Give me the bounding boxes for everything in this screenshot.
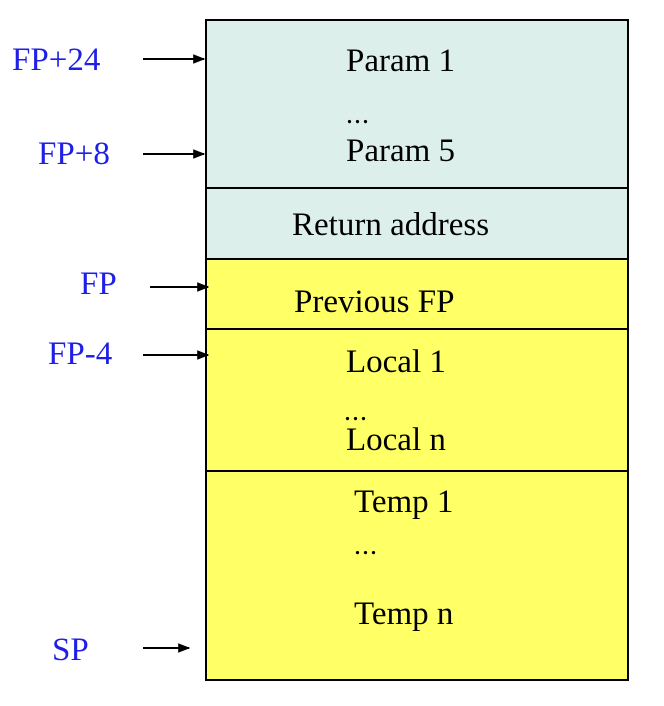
previous-fp-section: Previous FP [207, 260, 627, 330]
stack-frame: Param 1 ... Param 5 Return address Previ… [205, 19, 629, 681]
param-last-label: Param 5 [346, 133, 456, 169]
params-section: Param 1 ... Param 5 [207, 21, 627, 189]
local-last-label: Local n [346, 422, 446, 458]
temp-last-label: Temp n [354, 596, 454, 632]
return-address-label: Return address [292, 207, 490, 243]
locals-section: Local 1 ... Local n [207, 330, 627, 472]
fp-minus-4-label: FP-4 [48, 336, 113, 372]
fp-label: FP [80, 266, 117, 302]
fp-plus-24-label: FP+24 [12, 42, 101, 78]
temp-first-label: Temp 1 [354, 484, 454, 520]
fp-plus-8-label: FP+8 [38, 136, 110, 172]
param-first-label: Param 1 [346, 43, 456, 79]
local-first-label: Local 1 [346, 344, 446, 380]
param-ellipsis: ... [346, 99, 370, 130]
sp-label: SP [52, 632, 89, 668]
temps-section: Temp 1 ... Temp n [207, 472, 627, 679]
local-ellipsis: ... [344, 396, 368, 427]
return-address-section: Return address [207, 189, 627, 260]
previous-fp-label: Previous FP [294, 284, 455, 320]
temp-ellipsis: ... [354, 530, 378, 561]
